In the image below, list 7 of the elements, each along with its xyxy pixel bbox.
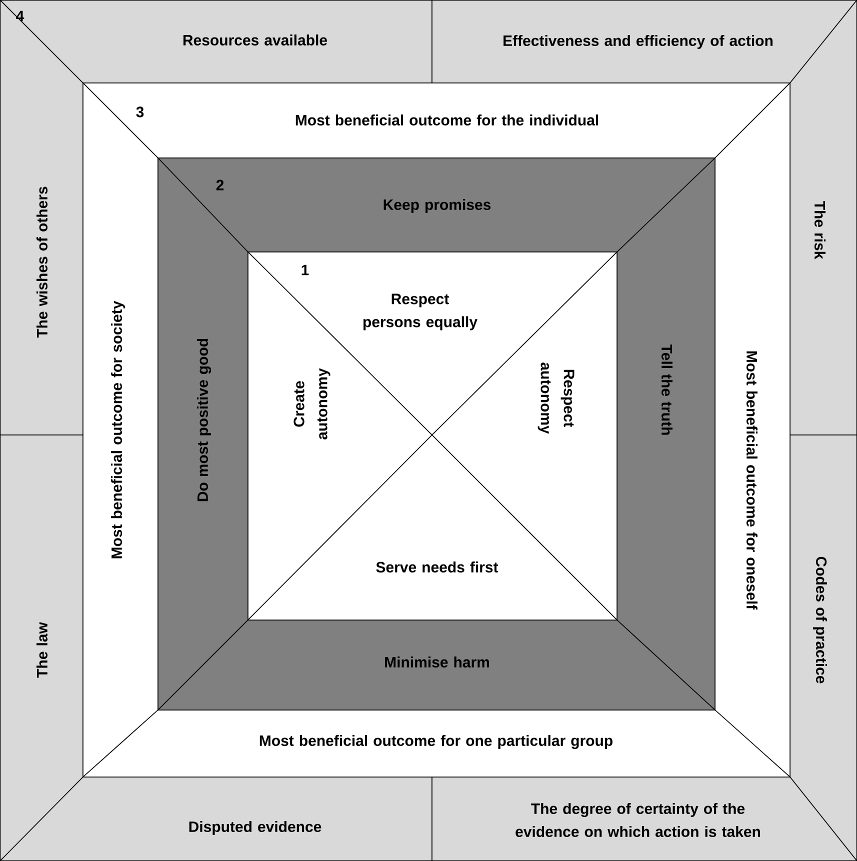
band-segment: The degree of certainty of the evidence on which action is taken bbox=[432, 776, 857, 861]
band-segment: Effectiveness and efficiency of action bbox=[432, 0, 857, 84]
node-label: The risk bbox=[814, 200, 826, 260]
layer-number: 4 bbox=[16, 10, 24, 22]
layer-number: 1 bbox=[302, 264, 309, 276]
node-label: Disputed evidence bbox=[189, 821, 322, 835]
layer-number: 2 bbox=[216, 180, 224, 190]
